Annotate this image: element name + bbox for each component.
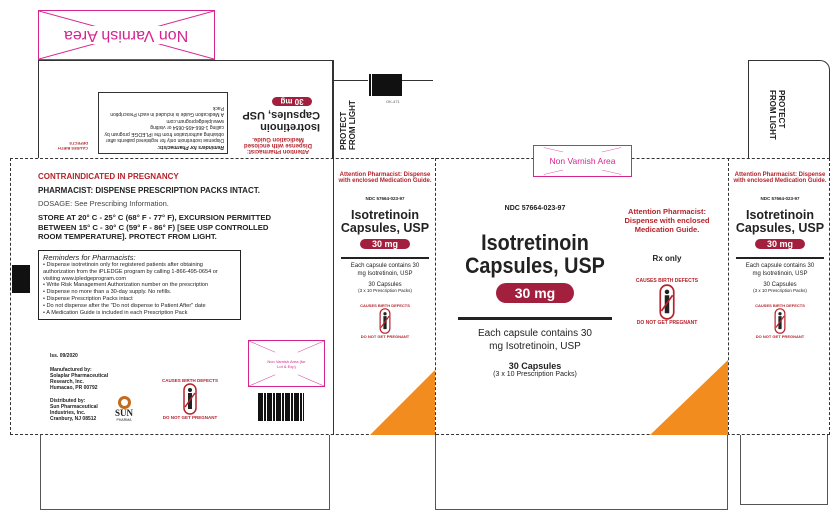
contraindication-text: CONTRAINDICATED IN PREGNANCY	[38, 172, 179, 181]
side-panel-right: Attention Pharmacist: Dispense with encl…	[732, 172, 828, 340]
sun-pharma-logo: SUN PHARMA	[112, 396, 136, 422]
bottom-flap	[740, 435, 828, 505]
inverted-flap-content: Attention Pharmacist: Dispense with encl…	[40, 84, 328, 156]
orange-corner-mark	[650, 360, 728, 435]
ndc-number: NDC 57664-023-97	[504, 205, 566, 212]
reminder-item: • Dispense no more than a 30-day supply.…	[43, 289, 172, 296]
side-barcode	[12, 265, 30, 293]
rx-only: Rx only	[652, 254, 682, 263]
non-varnish-area-top: Non Varnish Area	[38, 10, 215, 60]
protect-from-light: PROTECT FROM LIGHT	[339, 100, 357, 150]
reminder-item: • A Medication Guide is included in each…	[43, 309, 188, 316]
sun-logo-icon	[117, 396, 131, 409]
non-varnish-area-front: Non Varnish Area	[533, 145, 632, 177]
upc-barcode	[258, 393, 304, 421]
reminder-item: • Dispense Prescription Packs intact	[43, 296, 133, 303]
no-pregnancy-icon	[337, 308, 433, 335]
reminder-item: • Write Risk Management Authorization nu…	[43, 282, 209, 289]
bottom-flap	[40, 435, 330, 510]
birth-defect-warning: CAUSES BIRTH DEFECTS DO NOT GET PREGNANT	[160, 378, 220, 420]
non-varnish-area-lot: Non Varnish Area (for Lot & Exp)	[248, 340, 325, 387]
back-panel: CONTRAINDICATED IN PREGNANCY PHARMACIST:…	[38, 172, 328, 320]
inverted-reminders-box: Reminders for Pharmacists: Dispense isot…	[98, 92, 228, 154]
no-pregnancy-icon	[622, 284, 712, 320]
bottom-flap	[435, 435, 728, 510]
strength-badge: 30 mg	[496, 283, 574, 304]
right-dust-flap	[748, 60, 830, 158]
fold-line	[333, 60, 334, 435]
side-panel-left: Attention Pharmacist: Dispense with encl…	[337, 172, 433, 340]
no-pregnancy-icon	[732, 308, 828, 335]
reminder-item: • Do not dispense after the "Do not disp…	[43, 302, 206, 309]
top-flap	[38, 60, 333, 158]
protect-from-light: PROTECT FROM LIGHT	[768, 90, 786, 140]
fold-line	[435, 158, 436, 435]
flap-barcode	[368, 74, 402, 96]
orange-corner-mark	[370, 370, 435, 435]
front-panel-right: Attention Pharmacist: Dispense with encl…	[622, 207, 712, 326]
reminder-item: • Dispense isotretinoin only for registe…	[43, 262, 218, 282]
reminders-box: Reminders for Pharmacists: • Dispense is…	[38, 249, 241, 320]
no-pregnancy-icon	[160, 383, 220, 415]
fold-line	[728, 158, 729, 435]
